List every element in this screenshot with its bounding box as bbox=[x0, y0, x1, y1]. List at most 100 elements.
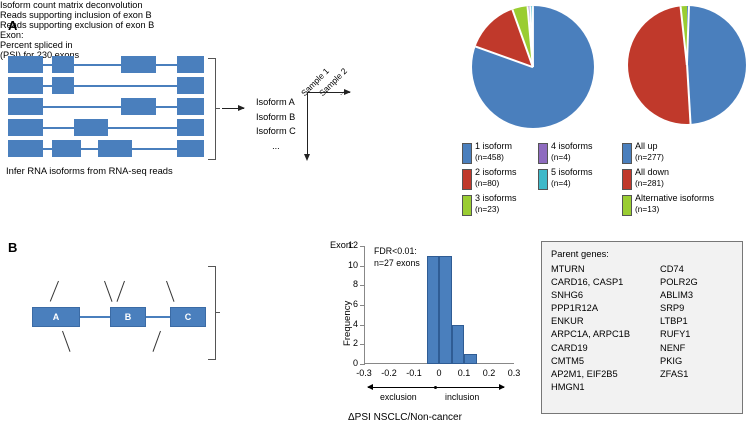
parent-gene-entry: ZFAS1 bbox=[660, 368, 689, 379]
parent-gene-entry: CD74 bbox=[660, 264, 684, 274]
histogram-x-tick-label: 0.1 bbox=[457, 368, 471, 378]
inclusion-tick-4 bbox=[166, 280, 175, 302]
legend-label: 3 isoforms bbox=[475, 193, 517, 203]
exon-block bbox=[8, 119, 43, 136]
exon-block bbox=[74, 119, 109, 136]
legend-swatch-all-down bbox=[622, 169, 632, 190]
histogram-bar bbox=[426, 255, 439, 364]
isoform-structure-diagram bbox=[8, 56, 204, 160]
isoform-backbone-line bbox=[10, 64, 202, 66]
parent-genes-title: Parent genes: bbox=[551, 249, 609, 259]
inclusion-reads-label: Reads supporting inclusion of exon B bbox=[0, 10, 152, 20]
panel-b-letter: B bbox=[8, 240, 18, 255]
parent-gene-entry: CMTM5 bbox=[551, 355, 585, 366]
psi-caption-line1: Percent spliced in bbox=[0, 40, 73, 50]
legend-count: (n=277) bbox=[635, 151, 664, 162]
legend-count: (n=281) bbox=[635, 177, 664, 188]
histogram-y-tick-label: 0 bbox=[352, 358, 358, 368]
exon-block bbox=[176, 56, 204, 73]
parent-gene-entry: MTURN bbox=[551, 264, 585, 274]
psi-bracket-tick bbox=[215, 312, 220, 314]
histogram-y-tick-mark bbox=[360, 364, 364, 365]
histogram-y-tick-mark bbox=[360, 265, 364, 267]
direction-axis-prefix: Exon: bbox=[330, 240, 354, 250]
histogram-y-tick-mark bbox=[360, 305, 364, 306]
parent-gene-entry: NENF bbox=[660, 342, 686, 353]
parent-gene-entry: PPP1R12A bbox=[551, 303, 599, 314]
exon-b: B bbox=[110, 307, 146, 327]
histogram-x-tick-label: 0.3 bbox=[507, 368, 521, 378]
psi-caption-line2: (PSI) for 230 exons bbox=[0, 50, 80, 60]
parent-gene-entry: SRP9 bbox=[660, 303, 685, 314]
legend-count: (n=23) bbox=[475, 203, 500, 214]
histogram-y-tick-mark bbox=[360, 246, 364, 247]
isoform-row bbox=[8, 56, 204, 74]
parent-gene-entry: SNHG6 bbox=[551, 290, 584, 301]
histogram-x-tick-label: -0.1 bbox=[406, 368, 422, 378]
legend-swatch-5-isoforms bbox=[538, 169, 548, 190]
pie-chart-isoform-counts bbox=[472, 5, 594, 128]
exclusion-reads-label: Reads supporting exclusion of exon B bbox=[0, 20, 155, 30]
legend-swatch-alternative bbox=[622, 195, 632, 216]
exon-c: C bbox=[170, 307, 206, 327]
exon-block bbox=[176, 98, 204, 115]
exon-connector-bc bbox=[142, 316, 172, 318]
isoform-list-item-0: Isoform A bbox=[256, 97, 295, 107]
legend-label: All down bbox=[635, 167, 670, 177]
histogram-x-axis-label: ΔPSI NSCLC/Non-cancer bbox=[348, 412, 462, 423]
legend-label: All up bbox=[635, 141, 658, 151]
histogram-y-tick-mark bbox=[360, 285, 364, 287]
exon-block bbox=[8, 98, 43, 115]
exon-block bbox=[120, 98, 156, 115]
legend-swatch-2-isoforms bbox=[462, 169, 472, 190]
panel-a-caption: Infer RNA isoforms from RNA-seq reads bbox=[6, 165, 173, 176]
legend-label: 5 isoforms bbox=[551, 167, 593, 177]
exon-block bbox=[51, 140, 82, 157]
parent-gene-entry: ARPC1A, ARPC1B bbox=[551, 329, 631, 340]
pie-slice-separator bbox=[685, 64, 692, 124]
exon-block bbox=[8, 77, 43, 94]
parent-gene-entry: ENKUR bbox=[551, 316, 584, 327]
legend-label: 4 isoforms bbox=[551, 141, 593, 151]
legend-label: 1 isoform bbox=[475, 141, 513, 151]
isoform-row bbox=[8, 140, 204, 158]
histogram-y-tick-label: 4 bbox=[352, 318, 358, 329]
parent-gene-entry: POLR2G bbox=[660, 277, 698, 288]
arrow-samples bbox=[308, 87, 351, 96]
histogram-annotation-line1: FDR<0.01: bbox=[374, 246, 417, 256]
exon-map: A B C bbox=[30, 307, 206, 327]
parent-gene-entry: PKIG bbox=[660, 355, 683, 366]
isoform-bracket-tick bbox=[215, 108, 220, 110]
histogram-x-tick-label: -0.3 bbox=[356, 368, 372, 378]
exclusion-tick-1 bbox=[62, 330, 71, 352]
histogram-y-tick-label: 10 bbox=[347, 259, 358, 270]
exon-block bbox=[8, 140, 43, 157]
parent-gene-entry: ABLIM3 bbox=[660, 290, 694, 301]
legend-count: (n=13) bbox=[635, 203, 660, 214]
histogram-y-tick-label: 6 bbox=[352, 299, 358, 309]
isoform-row bbox=[8, 119, 204, 137]
exon-block bbox=[51, 56, 75, 73]
isoform-backbone-line bbox=[10, 85, 202, 87]
histogram-y-tick-label: 2 bbox=[352, 338, 358, 349]
exon-block bbox=[176, 119, 204, 136]
inclusion-tick-3 bbox=[116, 280, 125, 302]
parent-gene-entry: HMGN1 bbox=[551, 381, 585, 392]
direction-label-inclusion: inclusion bbox=[445, 392, 480, 402]
legend-count: (n=4) bbox=[551, 151, 571, 162]
arrow-deconvolution bbox=[302, 92, 311, 161]
exon-block bbox=[176, 77, 204, 94]
legend-count: (n=4) bbox=[551, 177, 571, 188]
histogram-bar bbox=[464, 354, 477, 364]
isoform-row bbox=[8, 98, 204, 116]
parent-gene-entry: LTBP1 bbox=[660, 316, 688, 327]
inclusion-tick-2 bbox=[104, 280, 113, 302]
legend-swatch-1-isoform bbox=[462, 143, 472, 164]
parent-gene-entry: RUFY1 bbox=[660, 329, 691, 340]
legend-swatch-all-up bbox=[622, 143, 632, 164]
direction-center-dot bbox=[434, 385, 438, 390]
inclusion-tick-1 bbox=[49, 280, 59, 302]
